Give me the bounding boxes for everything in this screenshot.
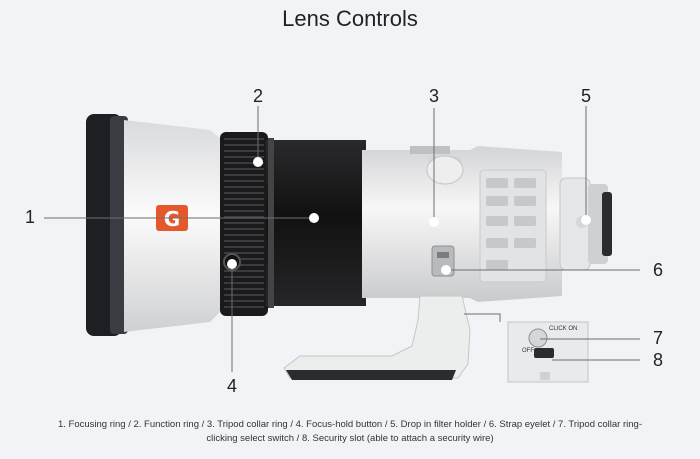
g-badge-letter: G (164, 207, 180, 231)
ring-rib (224, 264, 264, 266)
switch-block (486, 216, 508, 226)
ring-rib (224, 150, 264, 152)
lens-main-body (362, 146, 562, 302)
tripod-collar-knob (426, 155, 464, 185)
leader-inset (464, 313, 501, 322)
ring-rib (224, 216, 264, 218)
ring-rib (224, 282, 264, 284)
ring-rib (224, 258, 264, 260)
caption: 1. Focusing ring / 2. Function ring / 3.… (40, 418, 660, 446)
caption-line-2: clicking select switch / 8. Security slo… (206, 433, 494, 444)
lens-hood (86, 114, 222, 336)
ring-rib (224, 306, 264, 308)
switch-block (486, 260, 508, 270)
ring-rib (224, 294, 264, 296)
switch-block (486, 196, 508, 206)
ring-rib (224, 180, 264, 182)
ring-rib (224, 162, 264, 164)
ring-rib (224, 300, 264, 302)
ring-rib (224, 192, 264, 194)
ring-rib (224, 138, 264, 140)
callout-1: 1 (24, 207, 35, 227)
ring-rib (224, 168, 264, 170)
leader-lines (44, 106, 640, 372)
off-label: OFF (522, 348, 534, 354)
ring-rib (224, 198, 264, 200)
ring-rib (224, 276, 264, 278)
ring-rib (224, 270, 264, 272)
tripod-foot (283, 295, 471, 380)
switch-block (514, 216, 536, 226)
ring-rib (224, 240, 264, 242)
ring-rib (224, 174, 264, 176)
switch-block (486, 238, 508, 248)
switch-block (514, 178, 536, 188)
caption-line-1: 1. Focusing ring / 2. Function ring / 3.… (57, 419, 642, 430)
callout-7: 7 (652, 328, 663, 348)
ring-rib (224, 186, 264, 188)
collar-switch-inset: CLICK ON OFF (507, 321, 589, 383)
callout-5: 5 (580, 86, 591, 106)
callout-3: 3 (428, 86, 439, 106)
ring-rib (224, 246, 264, 248)
click-on-label: CLICK ON (549, 326, 577, 332)
ring-rib (224, 288, 264, 290)
switch-block (514, 196, 536, 206)
focusing-ring (220, 132, 366, 316)
switch-block (514, 238, 536, 248)
lens-mount (588, 184, 612, 264)
switch-block (486, 178, 508, 188)
page-title: Lens Controls (282, 6, 418, 31)
callout-8: 8 (652, 350, 663, 370)
ring-rib (224, 222, 264, 224)
ring-rib (224, 234, 264, 236)
ring-rib (224, 144, 264, 146)
callout-4: 4 (226, 376, 237, 396)
ring-rib (224, 252, 264, 254)
ring-rib (224, 228, 264, 230)
callout-2: 2 (252, 86, 263, 106)
ring-rib (224, 204, 264, 206)
callout-6: 6 (652, 260, 663, 280)
ring-rib (224, 210, 264, 212)
ring-rib (224, 156, 264, 158)
